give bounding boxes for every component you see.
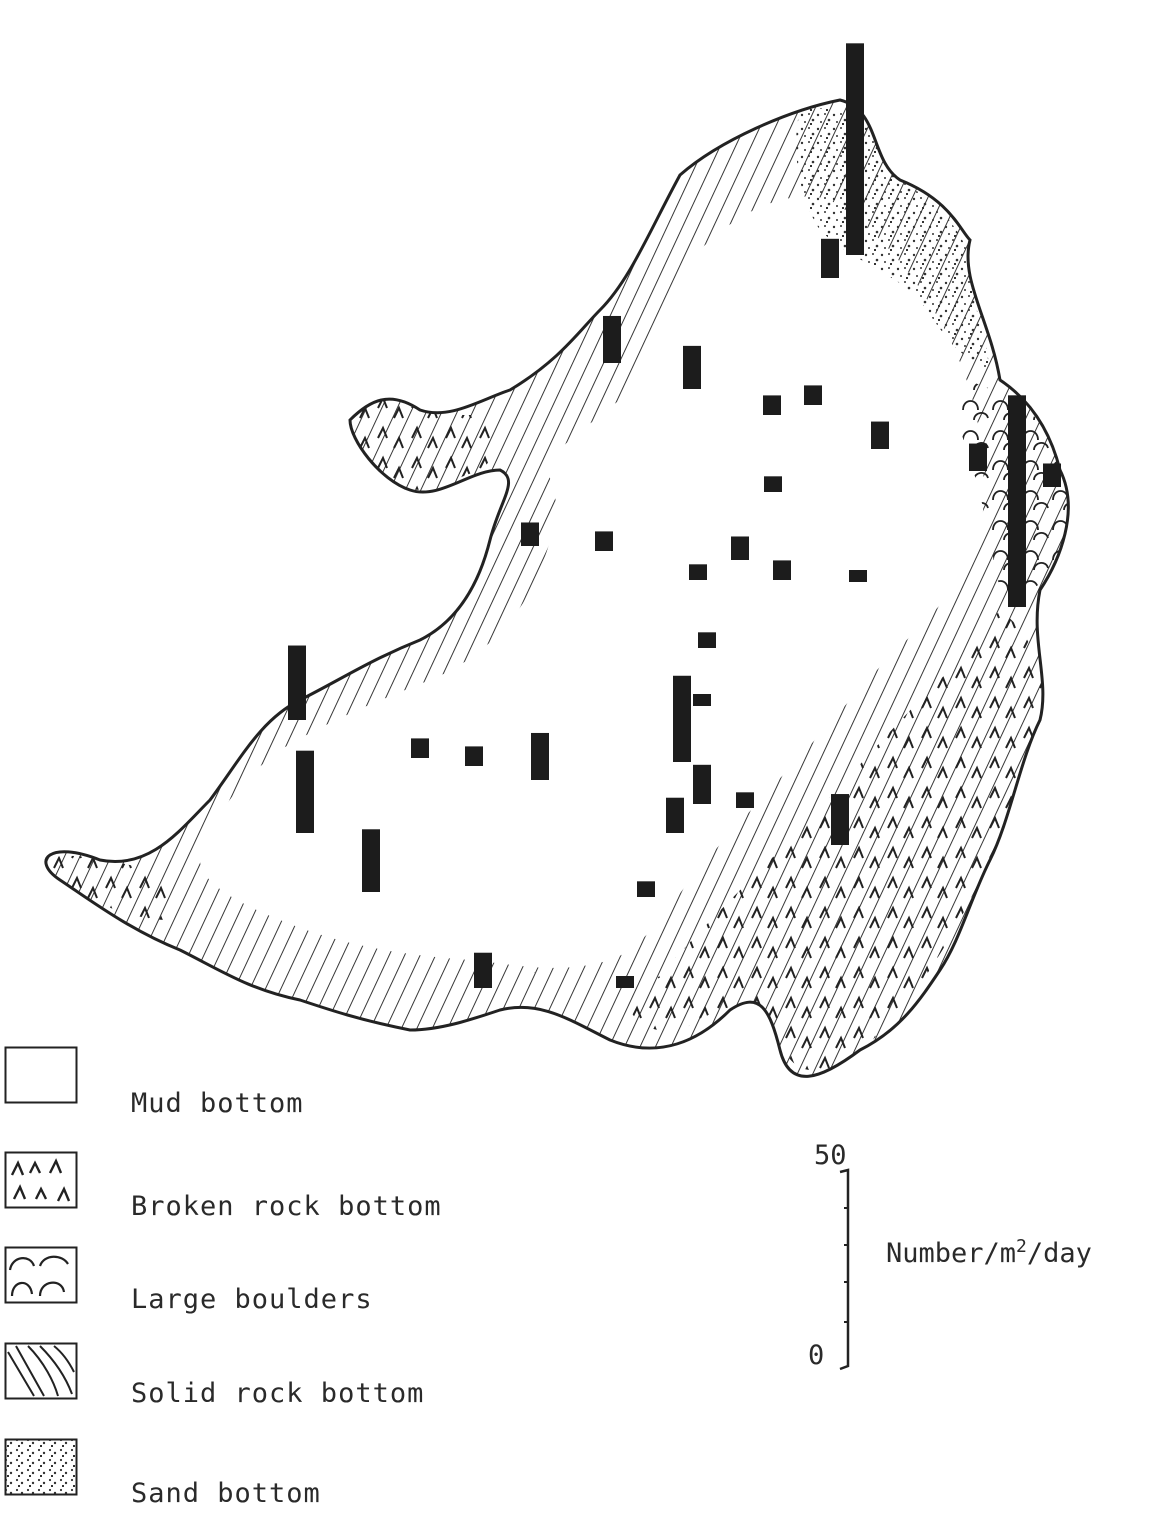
scale-unit-label: Number/m2/day (886, 1236, 1092, 1269)
legend-label-mud: Mud bottom (131, 1088, 304, 1119)
legend-item-broken-rock: Broken rock bottom (4, 1151, 564, 1222)
legend-label-sand: Sand bottom (131, 1478, 321, 1509)
station-bar (666, 797, 684, 833)
station-bar (773, 560, 791, 580)
station-bar (693, 764, 711, 804)
legend-item-solid-rock: Solid rock bottom (4, 1342, 564, 1412)
station-bar (531, 764, 549, 780)
bar-scale: 50 0 Number/m2/day (800, 1140, 1150, 1380)
mud-swatch-icon (4, 1046, 78, 1104)
station-bar (693, 694, 711, 706)
station-bar (969, 443, 987, 471)
station-bar (1043, 463, 1061, 487)
station-bar (1008, 395, 1026, 607)
station-bar (296, 750, 314, 833)
broken-rock-zone-tip (45, 855, 175, 920)
habitat-zones (45, 100, 1069, 1077)
station-bar (411, 738, 429, 758)
station-bar (474, 952, 492, 988)
scale-min-label: 0 (808, 1340, 825, 1371)
station-bar (698, 632, 716, 648)
station-bar (846, 43, 864, 255)
station-bar (736, 792, 754, 808)
legend-item-mud: Mud bottom (4, 1046, 564, 1119)
station-bar (831, 794, 849, 845)
mud-zone (200, 196, 984, 968)
legend-label-solid-rock: Solid rock bottom (131, 1378, 425, 1409)
sand-zone (796, 108, 990, 370)
station-bars (288, 43, 1061, 988)
station-bar (804, 385, 822, 405)
station-bar (871, 421, 889, 449)
sand-swatch-icon (4, 1438, 78, 1496)
station-bar (595, 531, 613, 551)
legend-item-sand: Sand bottom (4, 1438, 564, 1509)
station-bar (731, 536, 749, 560)
scale-axis (839, 1168, 850, 1371)
lake-outline (44, 98, 1070, 1078)
boulders-swatch-icon (4, 1246, 78, 1304)
scale-max-label: 50 (814, 1140, 847, 1171)
legend-label-broken-rock: Broken rock bottom (131, 1191, 442, 1222)
legend-item-boulders: Large boulders (4, 1246, 564, 1316)
station-bar (521, 522, 539, 546)
broken-rock-zone-lobe (350, 398, 497, 490)
station-bar (763, 395, 781, 415)
broken-rock-swatch-icon (4, 1151, 78, 1209)
legend-label-boulders: Large boulders (131, 1284, 373, 1315)
lake-map-svg (44, 43, 1070, 1078)
station-bar (288, 645, 306, 720)
station-bar (616, 976, 634, 988)
station-bar (637, 881, 655, 897)
station-bar (821, 238, 839, 278)
station-bar (849, 570, 867, 582)
station-bar (689, 564, 707, 580)
station-bar (603, 315, 621, 363)
station-bar (683, 345, 701, 389)
station-bar (362, 829, 380, 892)
legend: Mud bottom Broken rock bottom Large boul… (4, 1046, 564, 1516)
station-bar (673, 675, 691, 762)
solid-rock-swatch-icon (4, 1342, 78, 1400)
station-bar (764, 476, 782, 492)
station-bar (465, 746, 483, 766)
